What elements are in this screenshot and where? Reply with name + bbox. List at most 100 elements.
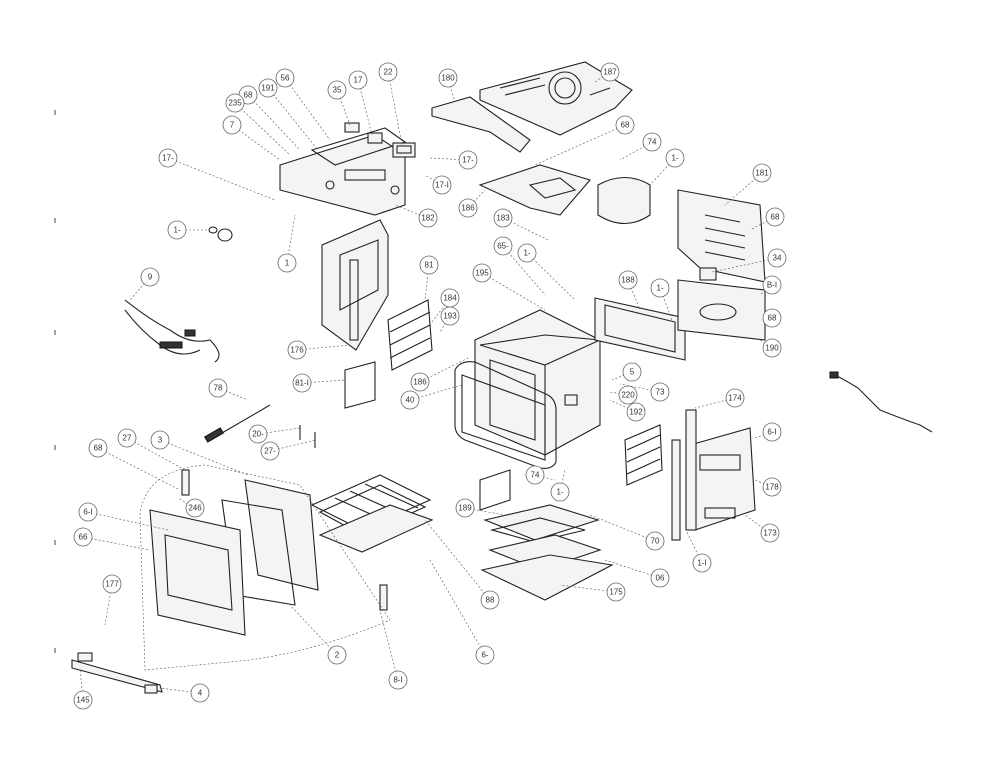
callout-label: 17-I (435, 181, 449, 190)
callout-c44: 192 (609, 399, 646, 422)
callout-c43: 220 (609, 385, 638, 405)
callout-label: 65- (497, 242, 509, 251)
right-rail-part (671, 409, 697, 541)
shelf-support-right-part (624, 424, 663, 486)
callout-bubble (480, 590, 500, 610)
callout-bubble (606, 582, 626, 602)
callout-c52: 68 (88, 438, 181, 491)
callout-leader-line (694, 397, 736, 409)
callout-c46: 20- (248, 424, 301, 444)
callout-leader-line (177, 497, 196, 509)
control-panel-part (279, 127, 407, 216)
callout-label: 17- (462, 156, 474, 165)
callout-leader-line (231, 124, 281, 161)
relay-part (344, 122, 383, 144)
callout-c35: 1- (650, 278, 673, 321)
callout-label: 81-I (295, 379, 309, 388)
callout-bubble (615, 115, 635, 135)
callout-c47: 174 (694, 388, 745, 409)
callout-label: 246 (188, 504, 202, 513)
callout-bubble (185, 498, 205, 518)
rear-liner-part (594, 297, 686, 361)
callout-bubble (650, 382, 670, 402)
callout-label: 88 (486, 596, 495, 605)
callout-label: 4 (198, 689, 203, 698)
callout-c30: B-I (759, 275, 782, 296)
callout-c49: 27 (117, 428, 186, 471)
callout-label: 34 (773, 254, 782, 263)
callout-bubble (277, 253, 297, 273)
callout-leader-line (82, 536, 151, 551)
callout-bubble (762, 422, 782, 442)
top-cover-part (479, 61, 633, 136)
shelf-support-left-part (387, 299, 433, 371)
callout-bubble (419, 255, 439, 275)
callout-c36: 68 (761, 308, 782, 328)
callout-bubble (418, 208, 438, 228)
callout-label: 1- (671, 154, 678, 163)
callout-bubble (626, 402, 646, 422)
callout-bubble (410, 372, 430, 392)
callout-c10: 7 (222, 115, 281, 161)
callout-bubble (760, 523, 780, 543)
callout-c61: 173 (744, 514, 780, 543)
callout-leader-line (502, 245, 546, 296)
right-side-panel-part (689, 427, 756, 531)
callout-label: 5 (630, 368, 635, 377)
callout-label: 27 (123, 434, 132, 443)
callout-bubble (260, 441, 280, 461)
callout-bubble (650, 568, 670, 588)
callout-c14: 68 (534, 115, 635, 166)
door-inner-glass-part (244, 479, 319, 591)
callout-label: 182 (421, 214, 435, 223)
callout-leader-line (481, 272, 546, 311)
callout-c48: 27- (260, 439, 316, 461)
callout-c31: 176 (287, 340, 351, 360)
callout-label: 74 (648, 138, 657, 147)
callout-bubble (258, 78, 278, 98)
callout-c26: 65- (493, 236, 546, 296)
callout-c24: 34 (711, 248, 787, 273)
callout-c11: 17- (158, 148, 276, 201)
callout-bubble (388, 670, 408, 690)
callout-label: 189 (458, 504, 472, 513)
callout-label: 66 (79, 533, 88, 542)
callout-bubble (158, 148, 178, 168)
callout-label: 1- (656, 284, 663, 293)
callout-bubble (222, 115, 242, 135)
callout-c1: 22 (378, 62, 403, 146)
callout-label: 17 (354, 76, 363, 85)
callout-label: B-I (767, 281, 777, 290)
front-trim-part (431, 96, 531, 153)
callout-c50: 3 (150, 430, 249, 476)
callout-label: 145 (76, 696, 90, 705)
callout-bubble (73, 527, 93, 547)
callout-c22: 1- (167, 220, 208, 240)
callout-c54: 74 (525, 465, 556, 485)
callout-leader-line (247, 94, 301, 151)
callout-label: 74 (531, 471, 540, 480)
callout-leader-line (159, 439, 249, 476)
callout-c67: 2 (289, 604, 347, 665)
callout-c4: 56 (275, 68, 331, 141)
callout-bubble (725, 388, 745, 408)
callout-bubble (493, 236, 513, 256)
callout-bubble (292, 373, 312, 393)
callout-label: 177 (105, 580, 119, 589)
callout-bubble (378, 62, 398, 82)
callout-label: 184 (443, 294, 457, 303)
callout-c2: 180 (438, 68, 458, 103)
callout-c59: 6-I (78, 502, 169, 531)
callout-c12: 17- (429, 150, 478, 170)
callout-label: 174 (728, 394, 742, 403)
callout-c39: 81-I (292, 373, 346, 393)
wiring-harness-part (124, 299, 220, 363)
callout-label: 1-I (697, 559, 706, 568)
callout-leader-line (379, 609, 399, 681)
callout-c19: 181 (724, 163, 772, 206)
callout-label: 6- (481, 651, 488, 660)
callout-c51: 6-I (754, 422, 782, 442)
callout-bubble (150, 430, 170, 450)
callout-bubble (767, 248, 787, 268)
callout-leader-line (711, 257, 778, 273)
